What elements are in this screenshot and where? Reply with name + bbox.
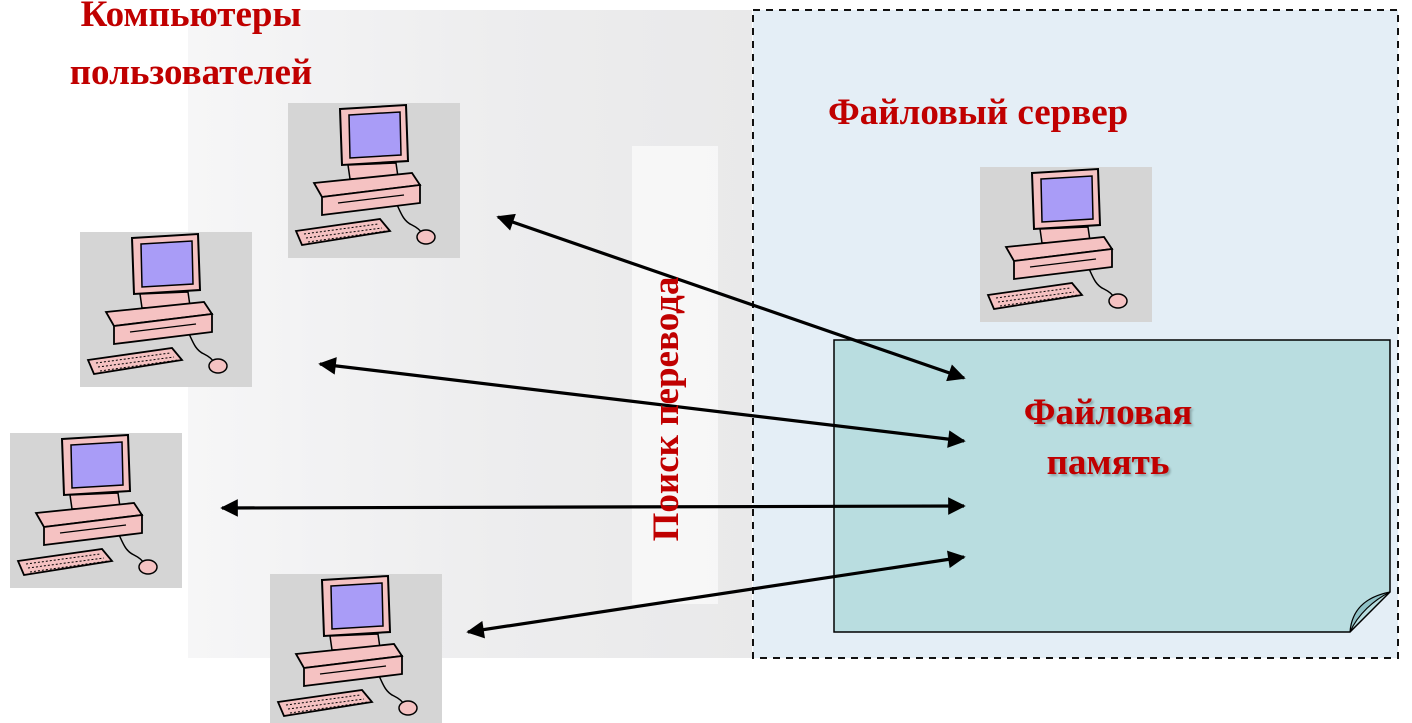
arrow <box>220 497 966 517</box>
memory-title-line1: Файловая <box>1023 392 1193 433</box>
arrow <box>496 213 966 382</box>
memory-title: Файловая память <box>980 388 1236 488</box>
computer-icon <box>269 573 443 723</box>
server-title: Файловый сервер <box>828 92 1129 133</box>
memory-title-line2: память <box>1046 442 1170 483</box>
computer-icon <box>79 231 253 388</box>
users-title-line1: Компьютеры <box>80 0 302 35</box>
arrow <box>466 550 966 639</box>
arrow <box>318 357 966 448</box>
users-title: Компьютеры пользователей <box>0 0 382 102</box>
users-title-line2: пользователей <box>69 52 313 93</box>
search-label: Поиск перевода <box>646 276 687 542</box>
computer-icon <box>9 432 183 589</box>
computer-icon <box>287 102 461 259</box>
computer-icon <box>979 166 1153 323</box>
page-curl <box>1349 591 1391 633</box>
